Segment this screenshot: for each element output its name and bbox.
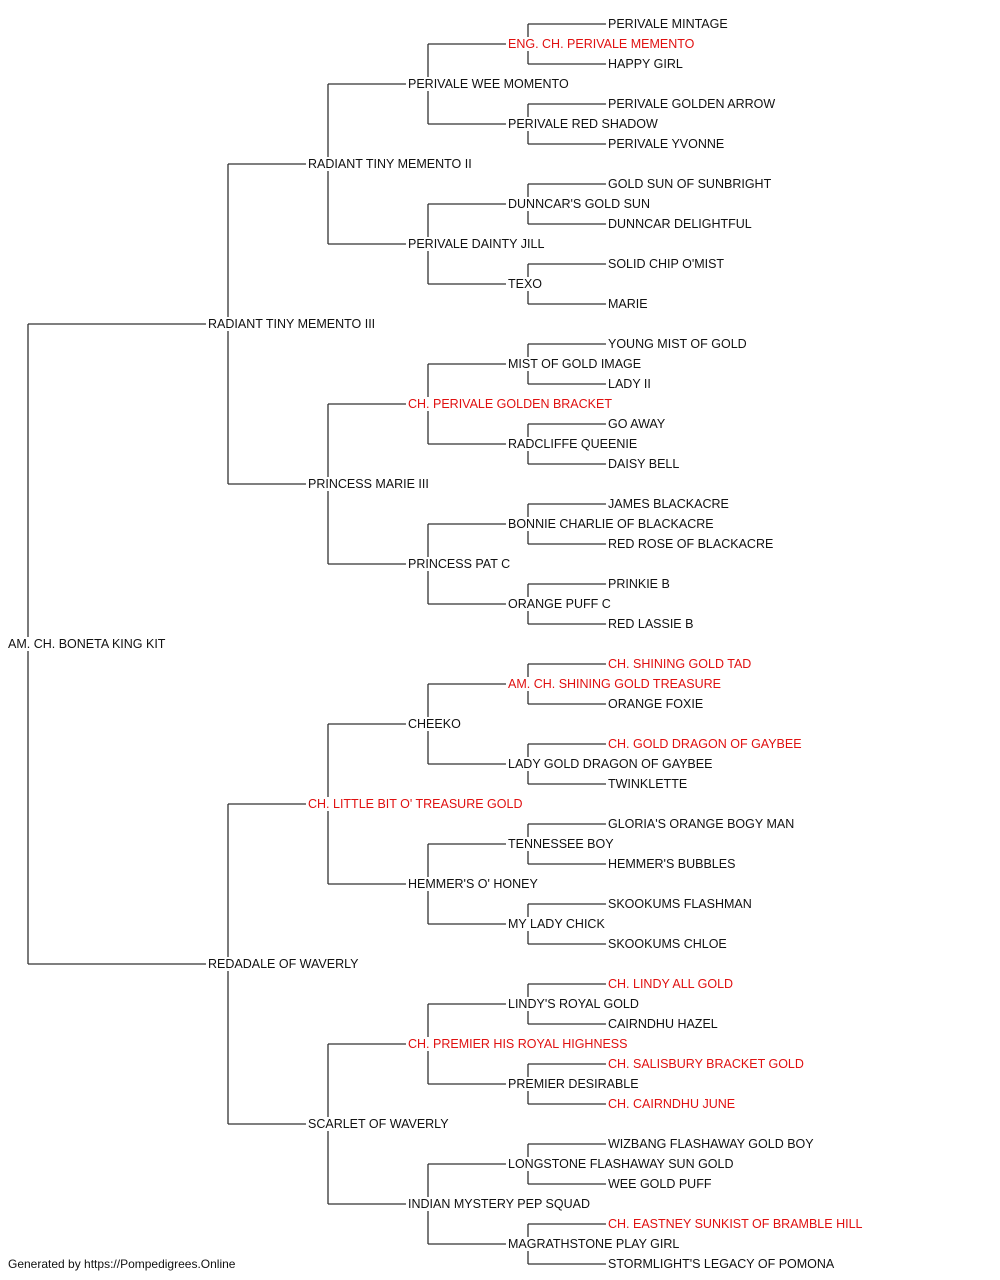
ancestor-name-gen5: GO AWAY [608, 417, 668, 431]
ancestor-name-gen4: ENG. CH. PERIVALE MEMENTO [508, 37, 697, 51]
ancestor-name-gen5: PRINKIE B [608, 577, 672, 591]
ancestor-name-gen5: CAIRNDHU HAZEL [608, 1017, 720, 1031]
ancestor-name-gen4: LADY GOLD DRAGON OF GAYBEE [508, 757, 715, 771]
ancestor-name-gen5: CH. CAIRNDHU JUNE [608, 1097, 738, 1111]
ancestor-name-gen4: MAGRATHSTONE PLAY GIRL [508, 1237, 682, 1251]
ancestor-name-gen2: SCARLET OF WAVERLY [308, 1117, 451, 1131]
ancestor-name-gen4: MIST OF GOLD IMAGE [508, 357, 644, 371]
ancestor-name-gen5: ORANGE FOXIE [608, 697, 706, 711]
ancestor-name-gen5: CH. SALISBURY BRACKET GOLD [608, 1057, 806, 1071]
ancestor-name-gen2: PRINCESS MARIE III [308, 477, 431, 491]
ancestor-name-gen3: CH. PERIVALE GOLDEN BRACKET [408, 397, 614, 411]
ancestor-name-gen5: RED ROSE OF BLACKACRE [608, 537, 776, 551]
ancestor-name-gen4: TEXO [508, 277, 545, 291]
ancestor-name-gen5: PERIVALE MINTAGE [608, 17, 730, 31]
ancestor-name-gen4: TENNESSEE BOY [508, 837, 616, 851]
ancestor-name-gen2: RADIANT TINY MEMENTO II [308, 157, 474, 171]
ancestor-name-gen3: PERIVALE WEE MOMENTO [408, 77, 571, 91]
ancestor-name-gen5: SOLID CHIP O'MIST [608, 257, 727, 271]
ancestor-name-gen3: INDIAN MYSTERY PEP SQUAD [408, 1197, 592, 1211]
ancestor-name-gen5: MARIE [608, 297, 650, 311]
ancestor-name-gen3: PRINCESS PAT C [408, 557, 513, 571]
ancestor-name-gen5: STORMLIGHT'S LEGACY OF POMONA [608, 1257, 837, 1271]
footer-credit: Generated by https://Pompedigrees.Online [8, 1257, 236, 1271]
ancestor-name-gen5: PERIVALE GOLDEN ARROW [608, 97, 778, 111]
ancestor-name-gen5: RED LASSIE B [608, 617, 696, 631]
ancestor-name-gen5: CH. GOLD DRAGON OF GAYBEE [608, 737, 804, 751]
ancestor-name-gen4: PREMIER DESIRABLE [508, 1077, 641, 1091]
ancestor-name-gen5: CH. EASTNEY SUNKIST OF BRAMBLE HILL [608, 1217, 865, 1231]
ancestor-name-gen5: PERIVALE YVONNE [608, 137, 727, 151]
ancestor-name-gen5: HEMMER'S BUBBLES [608, 857, 738, 871]
ancestor-name-gen5: CH. LINDY ALL GOLD [608, 977, 736, 991]
ancestor-name-gen3: CH. PREMIER HIS ROYAL HIGHNESS [408, 1037, 630, 1051]
ancestor-name-gen5: SKOOKUMS FLASHMAN [608, 897, 754, 911]
ancestor-name-gen0: AM. CH. BONETA KING KIT [8, 637, 168, 651]
ancestor-name-gen4: BONNIE CHARLIE OF BLACKACRE [508, 517, 716, 531]
ancestor-name-gen4: AM. CH. SHINING GOLD TREASURE [508, 677, 723, 691]
ancestor-name-gen4: ORANGE PUFF C [508, 597, 613, 611]
ancestor-name-gen2: CH. LITTLE BIT O' TREASURE GOLD [308, 797, 525, 811]
ancestor-name-gen1: RADIANT TINY MEMENTO III [208, 317, 378, 331]
ancestor-name-gen1: REDADALE OF WAVERLY [208, 957, 361, 971]
ancestor-name-gen3: PERIVALE DAINTY JILL [408, 237, 547, 251]
ancestor-name-gen5: LADY II [608, 377, 653, 391]
ancestor-name-gen4: DUNNCAR'S GOLD SUN [508, 197, 652, 211]
ancestor-name-gen5: WEE GOLD PUFF [608, 1177, 714, 1191]
ancestor-name-gen5: GLORIA'S ORANGE BOGY MAN [608, 817, 797, 831]
ancestor-name-gen5: SKOOKUMS CHLOE [608, 937, 729, 951]
ancestor-name-gen4: LONGSTONE FLASHAWAY SUN GOLD [508, 1157, 736, 1171]
ancestor-name-gen5: DUNNCAR DELIGHTFUL [608, 217, 754, 231]
ancestor-name-gen5: WIZBANG FLASHAWAY GOLD BOY [608, 1137, 816, 1151]
ancestor-name-gen4: MY LADY CHICK [508, 917, 607, 931]
ancestor-name-gen5: HAPPY GIRL [608, 57, 685, 71]
ancestor-name-gen5: JAMES BLACKACRE [608, 497, 731, 511]
ancestor-name-gen5: DAISY BELL [608, 457, 682, 471]
ancestor-name-gen4: LINDY'S ROYAL GOLD [508, 997, 641, 1011]
ancestor-name-gen3: HEMMER'S O' HONEY [408, 877, 540, 891]
ancestor-name-gen5: CH. SHINING GOLD TAD [608, 657, 754, 671]
ancestor-name-gen4: RADCLIFFE QUEENIE [508, 437, 640, 451]
ancestor-name-gen4: PERIVALE RED SHADOW [508, 117, 660, 131]
ancestor-name-gen3: CHEEKO [408, 717, 463, 731]
ancestor-name-gen5: TWINKLETTE [608, 777, 690, 791]
ancestor-name-gen5: GOLD SUN OF SUNBRIGHT [608, 177, 774, 191]
ancestor-name-gen5: YOUNG MIST OF GOLD [608, 337, 749, 351]
